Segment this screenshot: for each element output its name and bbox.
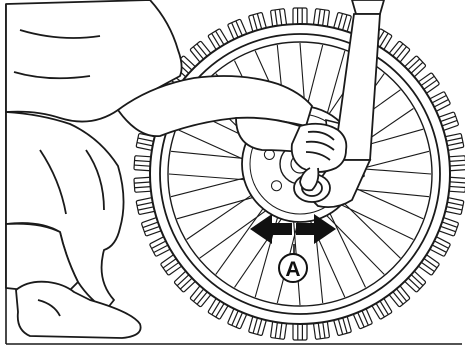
callout-label: A [285,258,300,281]
callout-a: A [279,254,307,282]
